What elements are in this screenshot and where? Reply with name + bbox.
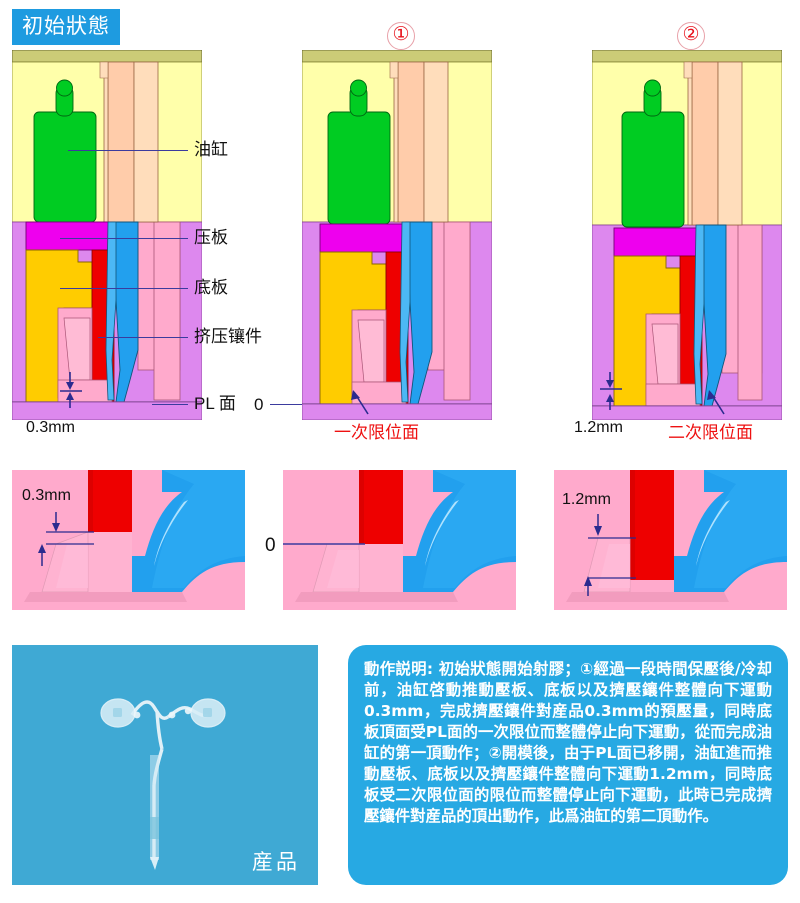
- leader-line-cylinder: [68, 150, 188, 152]
- label-base-plate: 底板: [194, 278, 228, 297]
- product-photo-svg: [12, 645, 318, 885]
- description-box: 動作説明: 初始狀態開始射膠；①經過一段時間保壓後/冷却前，油缸啓動推動壓板、底…: [348, 645, 788, 885]
- label-pressure-plate: 压板: [194, 228, 228, 247]
- leader-line-pressure-plate: [60, 238, 188, 240]
- detail-dimension-label-zero: 0: [265, 535, 276, 556]
- mold-svg-step2: [592, 50, 782, 420]
- detail-svg-1-2mm: [554, 470, 787, 610]
- page-title-badge: 初始狀態: [12, 9, 120, 45]
- detail-svg-zero: [283, 470, 516, 610]
- dimension-label-1-2mm: 1.2mm: [574, 419, 623, 436]
- leader-line-base-plate: [60, 288, 188, 290]
- dimension-arrow-1-2mm: [600, 372, 622, 410]
- label-pl-datum-zero: 0: [254, 395, 264, 414]
- product-caption: 産品: [252, 851, 300, 874]
- mold-cross-section-step2: [592, 50, 782, 420]
- mold-svg-step1: [302, 50, 492, 420]
- label-cylinder: 油缸: [194, 140, 228, 159]
- mold-cross-section-initial: [12, 50, 202, 420]
- step-marker-1: ①: [387, 22, 415, 50]
- leader-line-pl-surface: [152, 404, 188, 406]
- detail-view-1-2mm: [554, 470, 787, 610]
- detail-view-0-3mm: [12, 470, 245, 610]
- detail-svg-0-3mm: [12, 470, 245, 610]
- detail-view-zero: [283, 470, 516, 610]
- label-second-limit-surface: 二次限位面: [668, 423, 753, 442]
- detail-dimension-label-1-2mm: 1.2mm: [562, 491, 611, 508]
- pointer-second-limit-surface: [707, 390, 725, 415]
- mold-cross-section-step1: [302, 50, 492, 420]
- product-photo: 産品: [12, 645, 318, 885]
- pointer-first-limit-surface: [351, 390, 369, 415]
- dimension-arrow-0-3mm: [60, 372, 82, 408]
- leader-line-pl-datum: [270, 404, 302, 406]
- detail-dimension-label-0-3mm: 0.3mm: [22, 487, 71, 504]
- label-squeeze-insert: 挤压镶件: [194, 327, 262, 346]
- label-first-limit-surface: 一次限位面: [334, 423, 419, 442]
- description-text: 動作説明: 初始狀態開始射膠；①經過一段時間保壓後/冷却前，油缸啓動推動壓板、底…: [364, 660, 772, 825]
- mold-svg-initial: [12, 50, 202, 420]
- step-marker-2: ②: [677, 22, 705, 50]
- label-pl-surface: PL 面: [194, 394, 236, 413]
- dimension-label-0-3mm: 0.3mm: [26, 419, 75, 436]
- leader-line-squeeze-insert: [98, 337, 188, 339]
